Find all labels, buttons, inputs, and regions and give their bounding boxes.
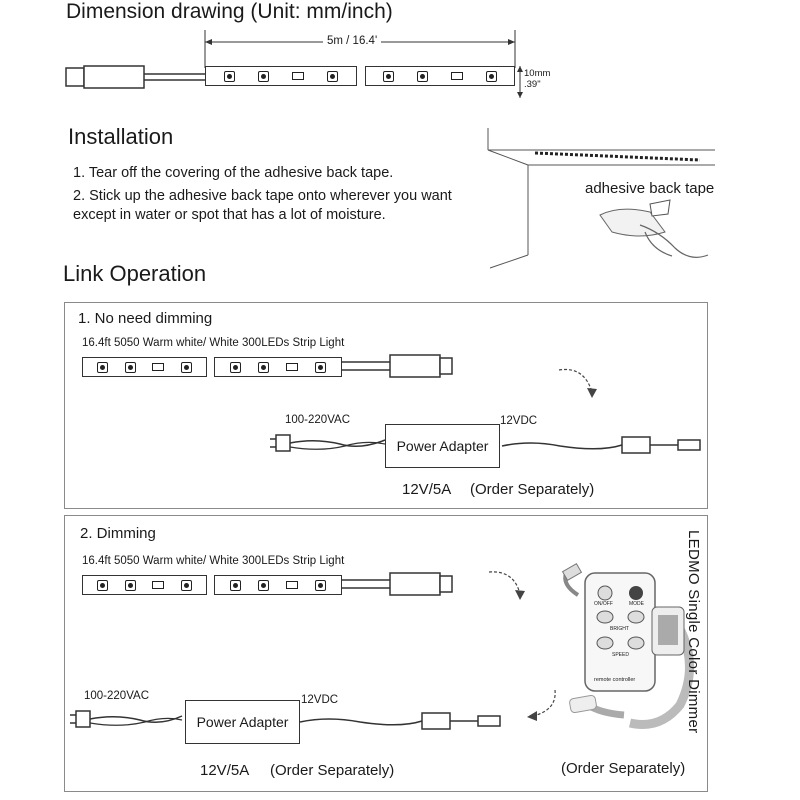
length-label: 5m / 16.4' — [323, 35, 382, 47]
power-wiring-2 — [70, 710, 501, 730]
dc-label-1: 12VDC — [500, 415, 538, 427]
led-strip-segment — [205, 66, 357, 86]
width-label-in: .39" — [524, 79, 541, 90]
remote-btn-mode: MODE — [629, 601, 644, 607]
power-adapter-1: Power Adapter — [385, 424, 500, 468]
strip-connector-icon — [342, 572, 453, 596]
order-note-2: (Order Separately) — [270, 762, 395, 779]
dc-label-2: 12VDC — [301, 694, 339, 706]
resistor — [292, 72, 305, 80]
width-label-mm: 10mm — [524, 68, 551, 79]
resistor — [450, 72, 463, 80]
dimmer-order-note: (Order Separately) — [561, 760, 686, 777]
dimming-panel — [64, 515, 708, 792]
led-chip — [229, 361, 241, 373]
no-dimming-panel — [64, 302, 708, 509]
rating-2: 12V/5A — [200, 762, 250, 779]
adhesive-tape-label: adhesive back tape — [585, 180, 715, 197]
led-chip — [97, 361, 109, 373]
led-chip — [315, 579, 327, 591]
led-chip — [485, 70, 497, 82]
remote-btn-bright: BRIGHT — [610, 626, 629, 632]
strip-label-2: 16.4ft 5050 Warm white/ White 300LEDs St… — [82, 555, 345, 567]
installation-step-2-line-2: except in water or spot that has a lot o… — [73, 207, 386, 223]
power-adapter-label: Power Adapter — [196, 714, 289, 730]
led-chip — [124, 361, 136, 373]
ac-label-2: 100-220VAC — [84, 690, 149, 702]
installation-illustration — [487, 128, 715, 269]
led-chip — [417, 70, 429, 82]
led-chip — [124, 579, 136, 591]
led-chip — [257, 579, 269, 591]
remote-footer: remote controller — [594, 677, 636, 683]
curved-arrow-icon — [527, 689, 556, 721]
resistor — [286, 363, 299, 371]
led-chip — [180, 361, 192, 373]
remote-btn-speed: SPEED — [612, 652, 629, 658]
order-note-1: (Order Separately) — [470, 481, 595, 498]
led-chip — [229, 579, 241, 591]
curved-arrow-icon — [558, 368, 597, 398]
led-strip-segment — [214, 357, 342, 377]
resistor — [152, 363, 165, 371]
led-strip-segment — [82, 357, 207, 377]
led-chip — [257, 361, 269, 373]
power-adapter-2: Power Adapter — [185, 700, 300, 744]
strip-connector-icon — [342, 354, 453, 378]
dimmer-remote-illustration — [561, 562, 694, 729]
led-chip — [383, 70, 395, 82]
dimension-title: Dimension drawing (Unit: mm/inch) — [66, 0, 393, 23]
no-dimming-heading: 1. No need dimming — [78, 310, 213, 327]
installation-step-2-line-1: 2. Stick up the adhesive back tape onto … — [73, 188, 452, 204]
remote-btn-onoff: ON/OFF — [594, 601, 613, 607]
led-strip-segment — [214, 575, 342, 595]
rating-1: 12V/5A — [402, 481, 452, 498]
led-chip — [97, 579, 109, 591]
ac-label-1: 100-220VAC — [285, 414, 350, 426]
led-chip — [315, 361, 327, 373]
dimming-heading: 2. Dimming — [80, 525, 156, 542]
led-chip — [223, 70, 235, 82]
led-chip — [180, 579, 192, 591]
resistor — [286, 581, 299, 589]
power-wiring-1 — [270, 434, 701, 454]
curved-arrow-icon — [488, 571, 525, 600]
led-strip-segment — [365, 66, 515, 86]
installation-step-1: 1. Tear off the covering of the adhesive… — [73, 165, 394, 181]
power-adapter-label: Power Adapter — [396, 438, 489, 454]
led-chip — [257, 70, 269, 82]
resistor — [152, 581, 165, 589]
led-strip-segment — [82, 575, 207, 595]
strip-label-1: 16.4ft 5050 Warm white/ White 300LEDs St… — [82, 337, 345, 349]
installation-title: Installation — [68, 124, 174, 149]
dimmer-label: LEDMO Single Color Dimmer — [685, 530, 702, 734]
link-operation-title: Link Operation — [63, 261, 207, 286]
led-chip — [327, 70, 339, 82]
